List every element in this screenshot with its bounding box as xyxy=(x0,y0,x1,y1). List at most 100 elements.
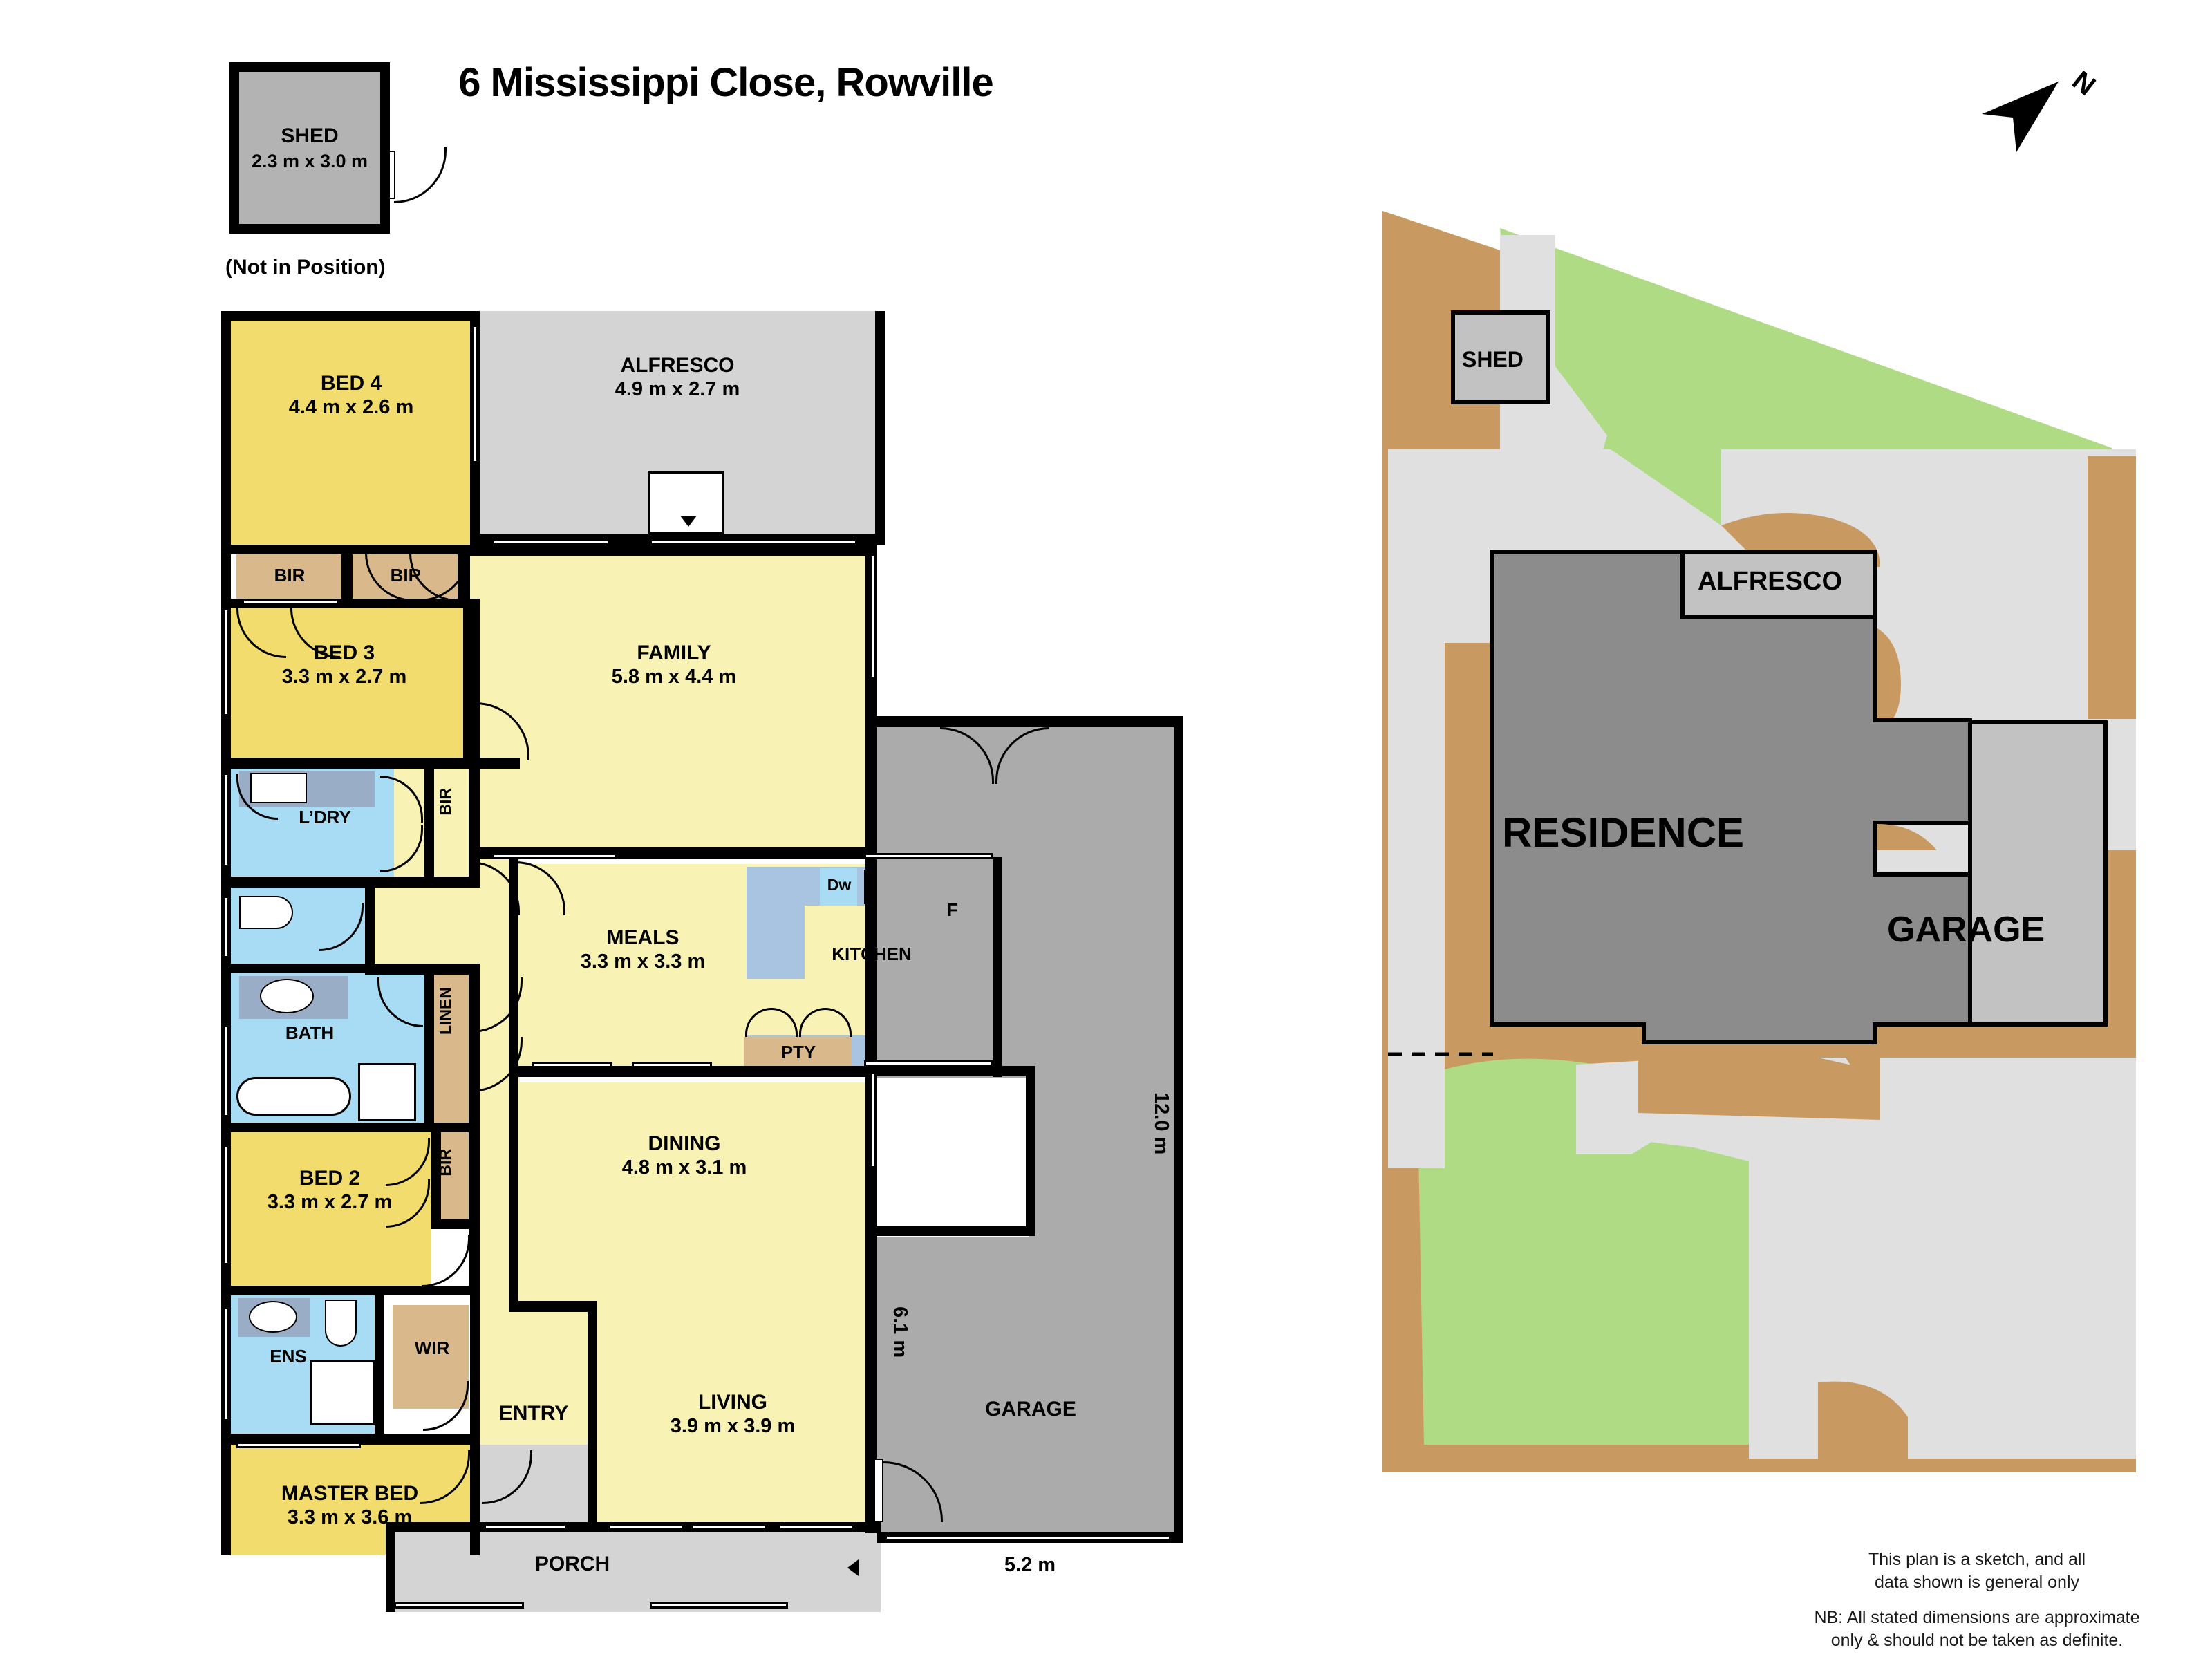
wall-bed3-bottom xyxy=(221,758,480,769)
wall-hall-top xyxy=(480,758,520,769)
site-plan-svg xyxy=(1382,211,2136,1472)
wall-dining-left xyxy=(509,1066,518,1311)
window-dining-right xyxy=(870,1071,876,1168)
porch-edge-2 xyxy=(650,1602,788,1609)
wall-ens-right xyxy=(375,1295,384,1434)
window-family-right xyxy=(870,554,876,679)
wall-entry-living-top xyxy=(509,1301,597,1312)
garage-pedestrian-door-leaf xyxy=(874,1459,883,1522)
ens-toilet xyxy=(325,1300,357,1347)
label-ensuite: ENS xyxy=(270,1346,307,1367)
site-garage-footprint xyxy=(1968,720,2108,1027)
dim-garage-depth: 12.0 m xyxy=(1150,1092,1172,1155)
disclaimer-line-4: only & should not be taken as definite. xyxy=(1830,1631,2124,1650)
floor-plan-drawing: BED 4 4.4 m x 2.6 m ALFRESCO 4.9 m x 2.7… xyxy=(221,311,1203,1612)
garage-recess-white xyxy=(877,1078,1029,1237)
site-label-garage: GARAGE xyxy=(1887,910,2045,950)
label-bed3: BED 3 3.3 m x 2.7 m xyxy=(281,641,407,688)
label-bir3: BIR xyxy=(436,788,454,816)
room-fill-living xyxy=(588,1311,875,1532)
north-arrow: N xyxy=(1974,48,2126,180)
window-living-bottom-1 xyxy=(608,1524,684,1530)
label-family: FAMILY 5.8 m x 4.4 m xyxy=(611,641,737,688)
wall-garage-recess-right xyxy=(1026,1066,1035,1236)
wall-bed2-right-upper xyxy=(431,1132,441,1229)
bath-basin xyxy=(260,979,314,1013)
site-garage-notch-garden xyxy=(1877,824,1937,850)
site-label-residence: RESIDENCE xyxy=(1502,809,1745,856)
bath-shower xyxy=(358,1063,416,1121)
disclaimer-line-3: NB: All stated dimensions are approximat… xyxy=(1814,1608,2140,1627)
label-bed2: BED 2 3.3 m x 2.7 m xyxy=(267,1167,393,1213)
window-bir1-door xyxy=(242,599,339,605)
site-garden-front-corner xyxy=(1818,1381,1908,1465)
window-bed4-right xyxy=(471,325,478,463)
wall-dining-living-right xyxy=(865,1066,877,1533)
north-letter: N xyxy=(2066,65,2101,101)
door-arc-bed2 xyxy=(422,1235,470,1287)
window-family-bottom xyxy=(492,853,617,859)
label-wir: WIR xyxy=(414,1338,450,1358)
wall-meals-bottom xyxy=(509,1066,875,1077)
shed-position-note: (Not in Position) xyxy=(225,256,386,279)
window-kitchen-bottom xyxy=(864,1060,993,1067)
site-shed-box xyxy=(1451,310,1550,404)
wall-kitchen-right xyxy=(865,857,877,1077)
wall-bir-divider xyxy=(341,545,353,608)
window-master-top xyxy=(236,1442,361,1448)
dim-garage-width: 5.2 m xyxy=(1004,1554,1056,1576)
window-family-top-1 xyxy=(492,539,610,545)
label-kitchen: KITCHEN xyxy=(832,944,912,964)
label-entry: ENTRY xyxy=(498,1402,569,1425)
wall-top-bed4 xyxy=(221,311,480,321)
window-kitchen-top xyxy=(864,853,993,859)
shed-door-swing-arc xyxy=(394,147,447,203)
label-fridge: F xyxy=(947,899,958,920)
site-alfresco-box xyxy=(1680,550,1877,619)
room-fill-family xyxy=(470,554,875,857)
window-living-bottom-2 xyxy=(691,1524,767,1530)
robe-fill-bir1 xyxy=(236,554,341,599)
wall-ldry-right xyxy=(424,769,434,877)
dishwasher-box xyxy=(820,868,857,906)
robe-fill-linen xyxy=(433,973,469,1123)
disclaimer-line-2: data shown is general only xyxy=(1874,1573,2080,1592)
detached-shed-box: SHED 2.3 m x 3.0 m xyxy=(229,62,390,234)
disclaimer-line-1: This plan is a sketch, and all xyxy=(1868,1550,2086,1569)
site-residence-footprint xyxy=(1490,550,1972,1044)
site-paving-driveway xyxy=(1880,1058,2136,1459)
wall-wir-right xyxy=(470,1295,480,1445)
label-meals: MEALS 3.3 m x 3.3 m xyxy=(580,926,706,973)
site-label-shed: SHED xyxy=(1462,347,1524,372)
alfresco-arrow-icon xyxy=(680,516,697,527)
detached-shed-interior: SHED 2.3 m x 3.0 m xyxy=(239,72,380,224)
site-garden-front xyxy=(1638,1051,1880,1120)
wall-wc-right xyxy=(365,886,375,975)
window-meals-bottom-2 xyxy=(632,1062,712,1068)
label-alfresco: ALFRESCO 4.9 m x 2.7 m xyxy=(615,354,740,400)
wall-bed2-bottom xyxy=(221,1286,480,1295)
window-ldry-left xyxy=(223,773,229,867)
label-bath: BATH xyxy=(285,1022,335,1043)
wall-bath-bottom xyxy=(221,1123,480,1132)
window-bed2-left xyxy=(223,1145,229,1265)
label-bir2: BIR xyxy=(390,565,422,585)
wall-garage-top xyxy=(877,716,1183,727)
site-label-alfresco: ALFRESCO xyxy=(1698,567,1842,596)
label-laundry: L’DRY xyxy=(299,807,351,827)
hall-passage-upper xyxy=(394,767,520,878)
wall-bir4-right xyxy=(469,1132,480,1286)
window-family-top-2 xyxy=(650,539,857,545)
bathtub xyxy=(236,1077,351,1116)
site-plan-drawing: SHED ALFRESCO RESIDENCE GARAGE xyxy=(1334,159,2136,1472)
label-living: LIVING 3.9 m x 3.9 m xyxy=(670,1391,796,1437)
room-fill-bed4 xyxy=(231,321,470,545)
wall-ldry-bottom xyxy=(221,877,480,888)
wall-entry-living-right xyxy=(588,1301,597,1532)
wall-garage-recess-bottom xyxy=(877,1226,1035,1236)
label-linen: LINEN xyxy=(436,987,454,1035)
window-wc-left xyxy=(223,896,229,958)
window-meals-bottom-1 xyxy=(532,1062,612,1068)
window-bed3-left xyxy=(223,608,229,716)
